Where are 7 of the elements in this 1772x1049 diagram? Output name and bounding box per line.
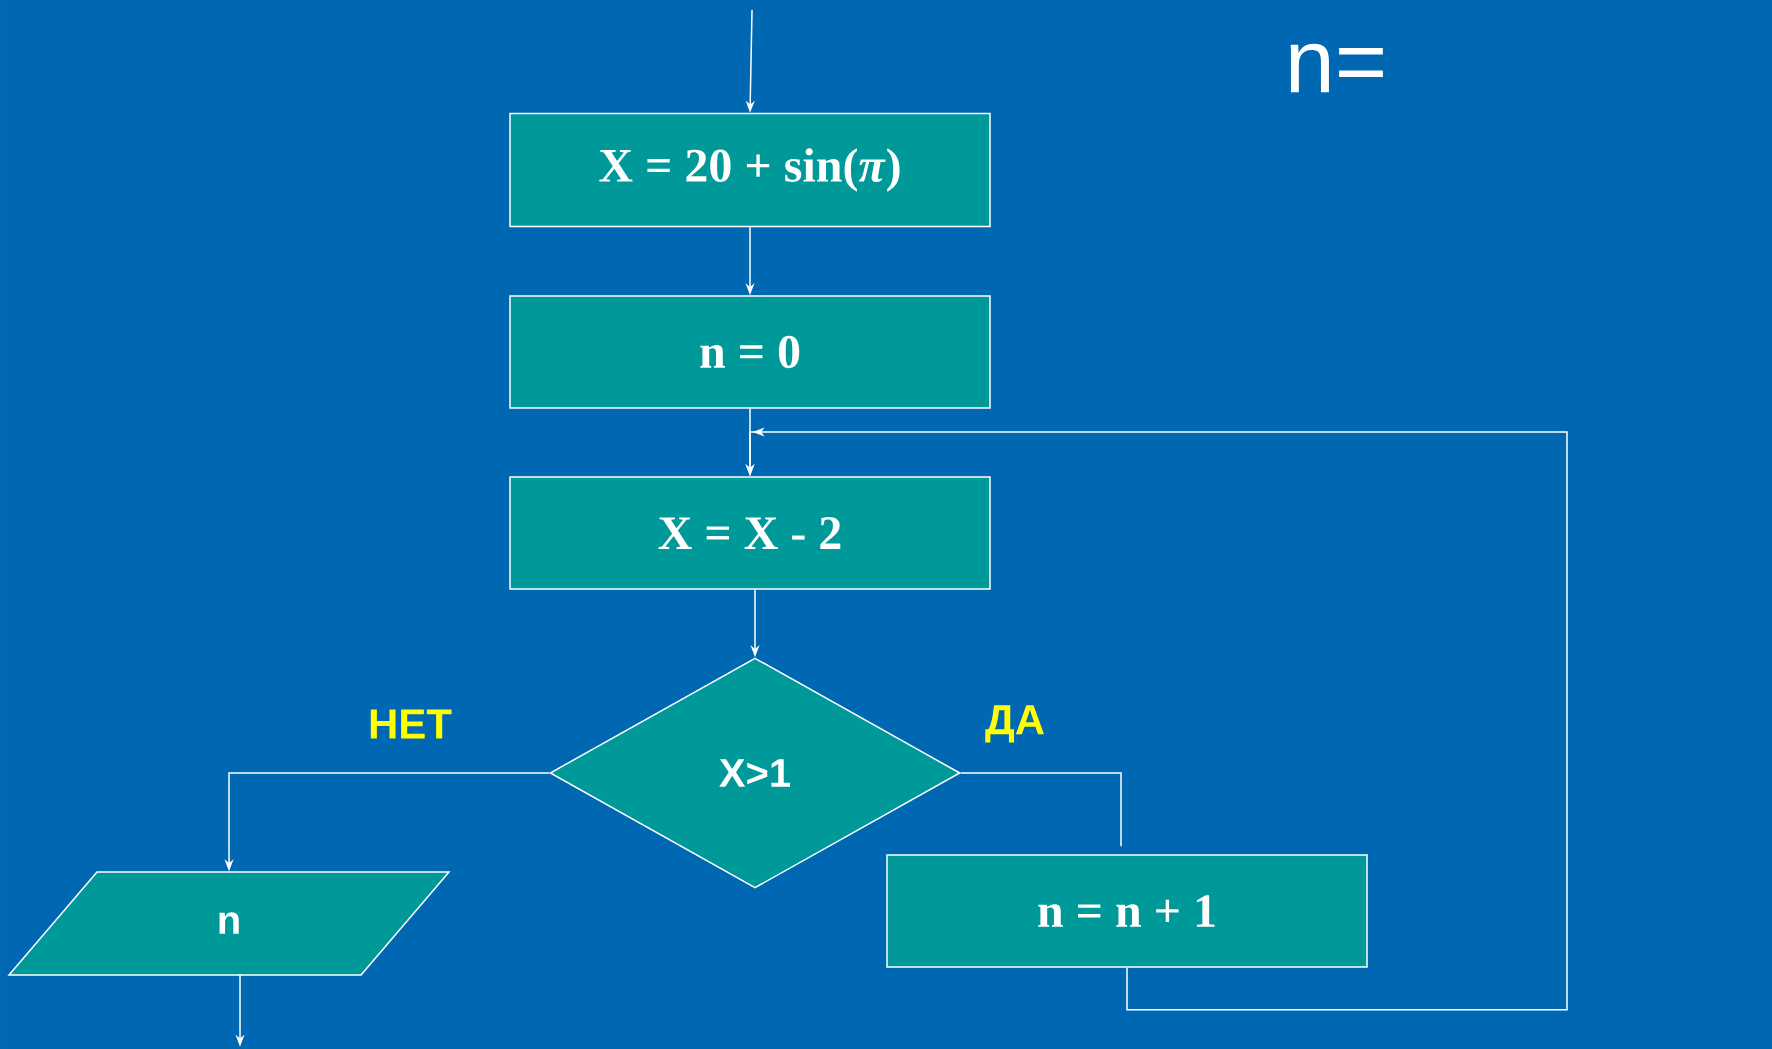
label: n= — [1290, 43, 1383, 93]
edge-label: ДА — [982, 703, 1048, 745]
process-box: X = X - 2 — [509, 476, 991, 590]
process-box: X = 20 + sin(π) — [509, 112, 991, 228]
process-box: n = n + 1 — [886, 854, 1368, 968]
edge-label: НЕТ — [366, 707, 454, 741]
process-box: n = 0 — [509, 295, 991, 409]
